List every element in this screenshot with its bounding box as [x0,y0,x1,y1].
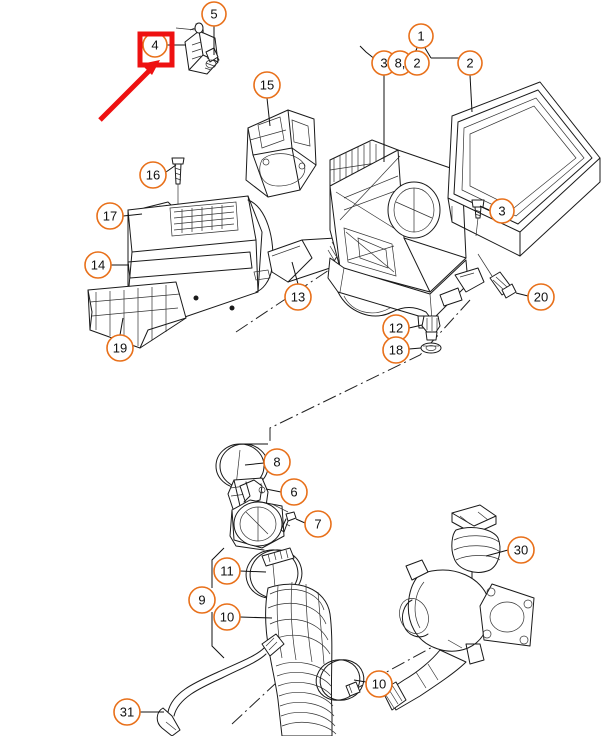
callout-5-label: 5 [210,7,217,22]
leader-19 [119,317,124,336]
part-turbocharger-30 [381,504,535,711]
callout-15-label: 15 [260,78,274,93]
callout-2-group[interactable]: 2 [404,50,430,76]
leader-2b-down [469,74,473,113]
leader-10b [353,679,367,683]
red-highlight-annotation [98,31,175,122]
part-screw-3-right [471,199,485,237]
callout-6[interactable]: 6 [280,478,308,506]
callout-13-label: 13 [291,290,305,305]
callout-16[interactable]: 16 [139,161,167,189]
callout-30[interactable]: 30 [507,536,535,564]
leader-18 [408,347,422,350]
leader-16 [165,164,177,173]
leader-13 [291,261,299,285]
callout-10-lower[interactable]: 10 [365,670,393,698]
axis-housing-to-hose [269,299,471,444]
part-drain-valve-12 [421,315,441,341]
callout-5[interactable]: 5 [201,1,227,27]
callout-3-top-label: 3 [380,56,387,71]
callout-4[interactable]: 4 [142,32,168,58]
callout-7-label: 7 [314,517,321,532]
callout-bubbles: 5 4 1 3 8, 2 [84,1,555,726]
leader-20 [515,292,529,297]
callout-18[interactable]: 18 [382,336,410,364]
callout-8-lower[interactable]: 8 [263,448,291,476]
leader-15 [266,97,271,127]
callout-31-label: 31 [120,705,134,720]
leader-12 [408,324,423,329]
callout-16-label: 16 [146,168,160,183]
callout-8-top-label: 8, [395,56,406,71]
callout-2-group-label: 2 [413,56,420,71]
part-mounting-bracket-4 [175,22,219,75]
callout-15[interactable]: 15 [253,71,281,99]
highlight-arrow-head [141,60,160,75]
part-intake-grille-19 [87,281,187,349]
part-air-filter-element-2 [447,81,601,257]
axis-resonator-to-duct [235,267,333,333]
callout-7[interactable]: 7 [304,510,332,538]
callout-10-upper-label: 10 [220,610,234,625]
part-air-filter-housing-1 [327,139,485,329]
axis-hose-to-turbo [349,644,437,693]
callout-9[interactable]: 9 [188,586,216,614]
highlight-arrow-shaft [98,68,152,122]
part-vacuum-hose-31 [156,633,285,736]
callout-19[interactable]: 19 [106,334,134,362]
callout-31[interactable]: 31 [113,698,141,726]
part-intake-duct-cover-15 [245,109,317,198]
callout-18-label: 18 [389,343,403,358]
callout-17-label: 17 [103,209,117,224]
callout-8-lower-label: 8 [273,455,280,470]
leader-30 [485,549,509,557]
callout-4-label: 4 [151,38,158,53]
leader-10a [239,616,273,619]
callout-14[interactable]: 14 [84,251,112,279]
callout-11[interactable]: 11 [213,557,241,585]
callout-12-label: 12 [389,321,403,336]
callout-10-lower-label: 10 [372,677,386,692]
part-air-mass-meter-6 [227,477,285,551]
callout-10-upper[interactable]: 10 [213,603,241,631]
part-intake-hose-10 [265,581,337,736]
leader-17 [122,213,143,217]
callout-14-label: 14 [91,258,105,273]
leader-9-bracket-top [211,547,225,588]
leader-11 [239,570,267,573]
leader-6 [265,488,282,493]
callout-1-label: 1 [417,29,424,44]
callout-9-label: 9 [198,593,205,608]
part-screw-7 [271,503,297,533]
callout-13[interactable]: 13 [284,283,312,311]
callout-19-label: 19 [113,341,127,356]
callout-2-element[interactable]: 2 [457,50,483,76]
callout-17[interactable]: 17 [96,202,124,230]
callout-3-right-label: 3 [498,204,505,219]
part-seal-ring-18 [420,342,442,354]
callout-6-label: 6 [290,485,297,500]
part-air-guide-seal-13 [267,237,343,283]
part-hose-clamp-10b [315,659,365,701]
callout-30-label: 30 [514,543,528,558]
callout-12[interactable]: 12 [382,314,410,342]
part-screw-20 [477,253,517,299]
callout-2-element-label: 2 [466,56,473,71]
callout-1[interactable]: 1 [408,23,434,49]
leader-3b [479,205,490,211]
callout-20-label: 20 [534,290,548,305]
leader-1-right [424,47,432,59]
callout-11-label: 11 [220,564,234,579]
leader-8b [244,462,265,466]
leader-7 [295,518,306,524]
callout-20[interactable]: 20 [527,283,555,311]
resonator-mesh-pattern [173,205,235,233]
leader-9-bracket-bottom [211,612,225,659]
callout-3-right[interactable]: 3 [489,198,515,224]
